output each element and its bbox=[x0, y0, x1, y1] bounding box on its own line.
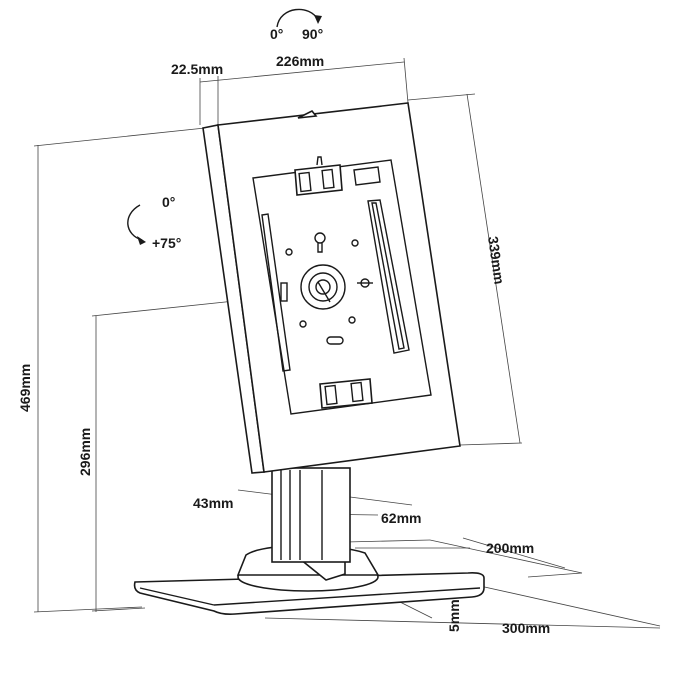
label-rotation-end: 90° bbox=[302, 26, 323, 42]
pole bbox=[271, 467, 351, 563]
tilt-arrow-left bbox=[127, 204, 146, 245]
label-pole-depth: 62mm bbox=[381, 510, 421, 526]
label-pole-width: 43mm bbox=[193, 495, 233, 511]
label-base-width: 300mm bbox=[502, 620, 550, 636]
label-total-height: 469mm bbox=[17, 364, 33, 412]
label-rotation-start: 0° bbox=[270, 26, 283, 42]
label-frame-height: 339mm bbox=[485, 235, 508, 285]
label-frame-width: 226mm bbox=[276, 53, 324, 69]
label-base-depth: 200mm bbox=[486, 540, 534, 556]
base-plate bbox=[133, 572, 485, 615]
label-tilt-start: 0° bbox=[162, 194, 175, 210]
label-mount-height: 296mm bbox=[77, 428, 93, 476]
tablet-enclosure bbox=[202, 102, 461, 474]
dimension-labels: 0° 90° 22.5mm 226mm 0° +75° 339mm 469mm … bbox=[17, 26, 550, 636]
label-frame-depth: 22.5mm bbox=[171, 61, 223, 77]
rotation-arrow-top bbox=[276, 8, 322, 28]
label-tilt-end: +75° bbox=[152, 235, 181, 251]
label-base-thickness: 5mm bbox=[446, 599, 462, 632]
